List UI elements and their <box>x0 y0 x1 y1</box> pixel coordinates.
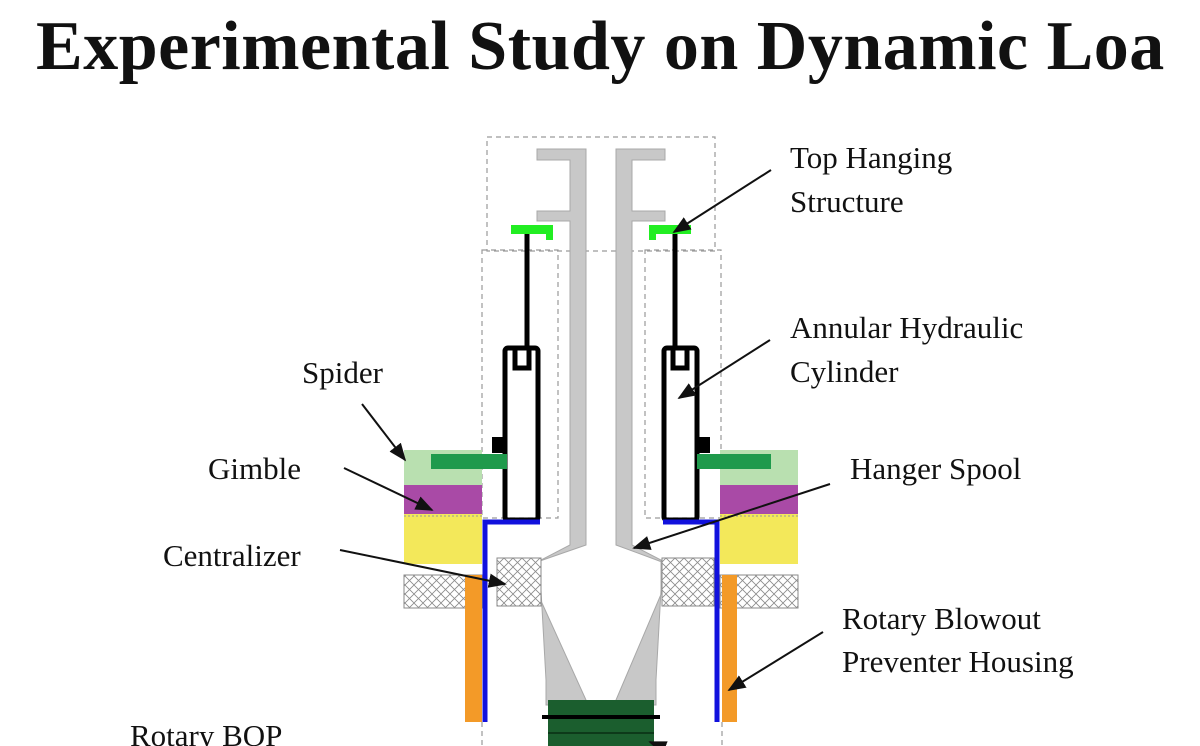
label-bop-housing-1: Rotary Blowout <box>842 601 1041 636</box>
annular-hydraulic-cylinders <box>502 234 700 523</box>
slide-title: Experimental Study on Dynamic Loa <box>36 8 1165 85</box>
label-centralizer: Centralizer <box>163 538 301 573</box>
label-top-hanging-2: Structure <box>790 184 904 219</box>
label-top-hanging-1: Top Hanging <box>790 140 952 175</box>
label-bop-housing-2: Preventer Housing <box>842 644 1074 679</box>
leader-arrows <box>339 169 831 746</box>
cylinder-tabs <box>492 437 710 453</box>
rotary-bop <box>542 700 660 746</box>
label-annular-2: Cylinder <box>790 354 899 389</box>
label-rotary-bop: Rotary BOP <box>130 718 282 746</box>
label-spider: Spider <box>302 355 384 390</box>
hatched-plates <box>403 557 799 609</box>
seal-lines <box>482 519 720 722</box>
hook-clamps <box>511 225 691 240</box>
hanger-spool <box>536 148 666 706</box>
label-gimble: Gimble <box>208 451 301 486</box>
label-annular-1: Annular Hydraulic <box>790 310 1023 345</box>
spider <box>404 450 798 485</box>
label-hanger-spool: Hanger Spool <box>850 451 1021 486</box>
gimble <box>404 485 798 514</box>
centralizer-body <box>404 514 798 564</box>
